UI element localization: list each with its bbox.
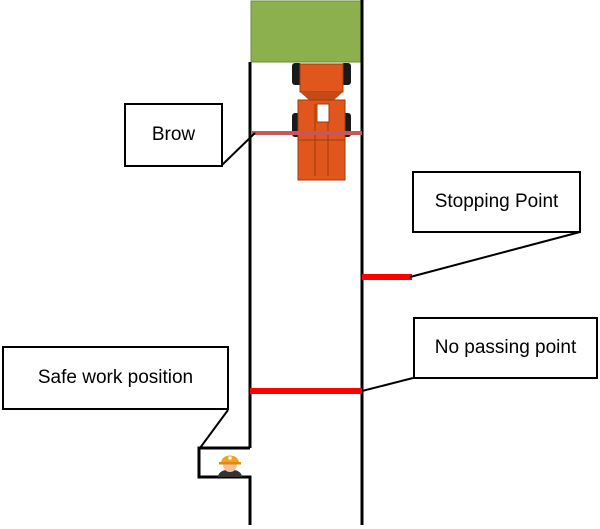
safe-work-bay	[197, 446, 252, 525]
safe-work-position-callout: Safe work position	[2, 346, 229, 410]
green-area	[250, 0, 364, 63]
stopping-point-leader	[409, 231, 581, 278]
safe-work-leader	[199, 409, 229, 449]
safe-work-position-label: Safe work position	[37, 367, 194, 388]
mining-truck-icon	[292, 63, 351, 181]
brow-leader	[221, 132, 256, 166]
brow-callout: Brow	[124, 103, 223, 167]
no-passing-point-callout: No passing point	[413, 317, 598, 379]
worker-icon	[218, 455, 242, 477]
no-passing-point-label: No passing point	[434, 337, 577, 358]
no-passing-point-leader	[361, 377, 414, 392]
stopping-point-callout: Stopping Point	[412, 171, 581, 233]
brow-label: Brow	[151, 124, 196, 145]
stopping-point-label: Stopping Point	[434, 191, 559, 212]
